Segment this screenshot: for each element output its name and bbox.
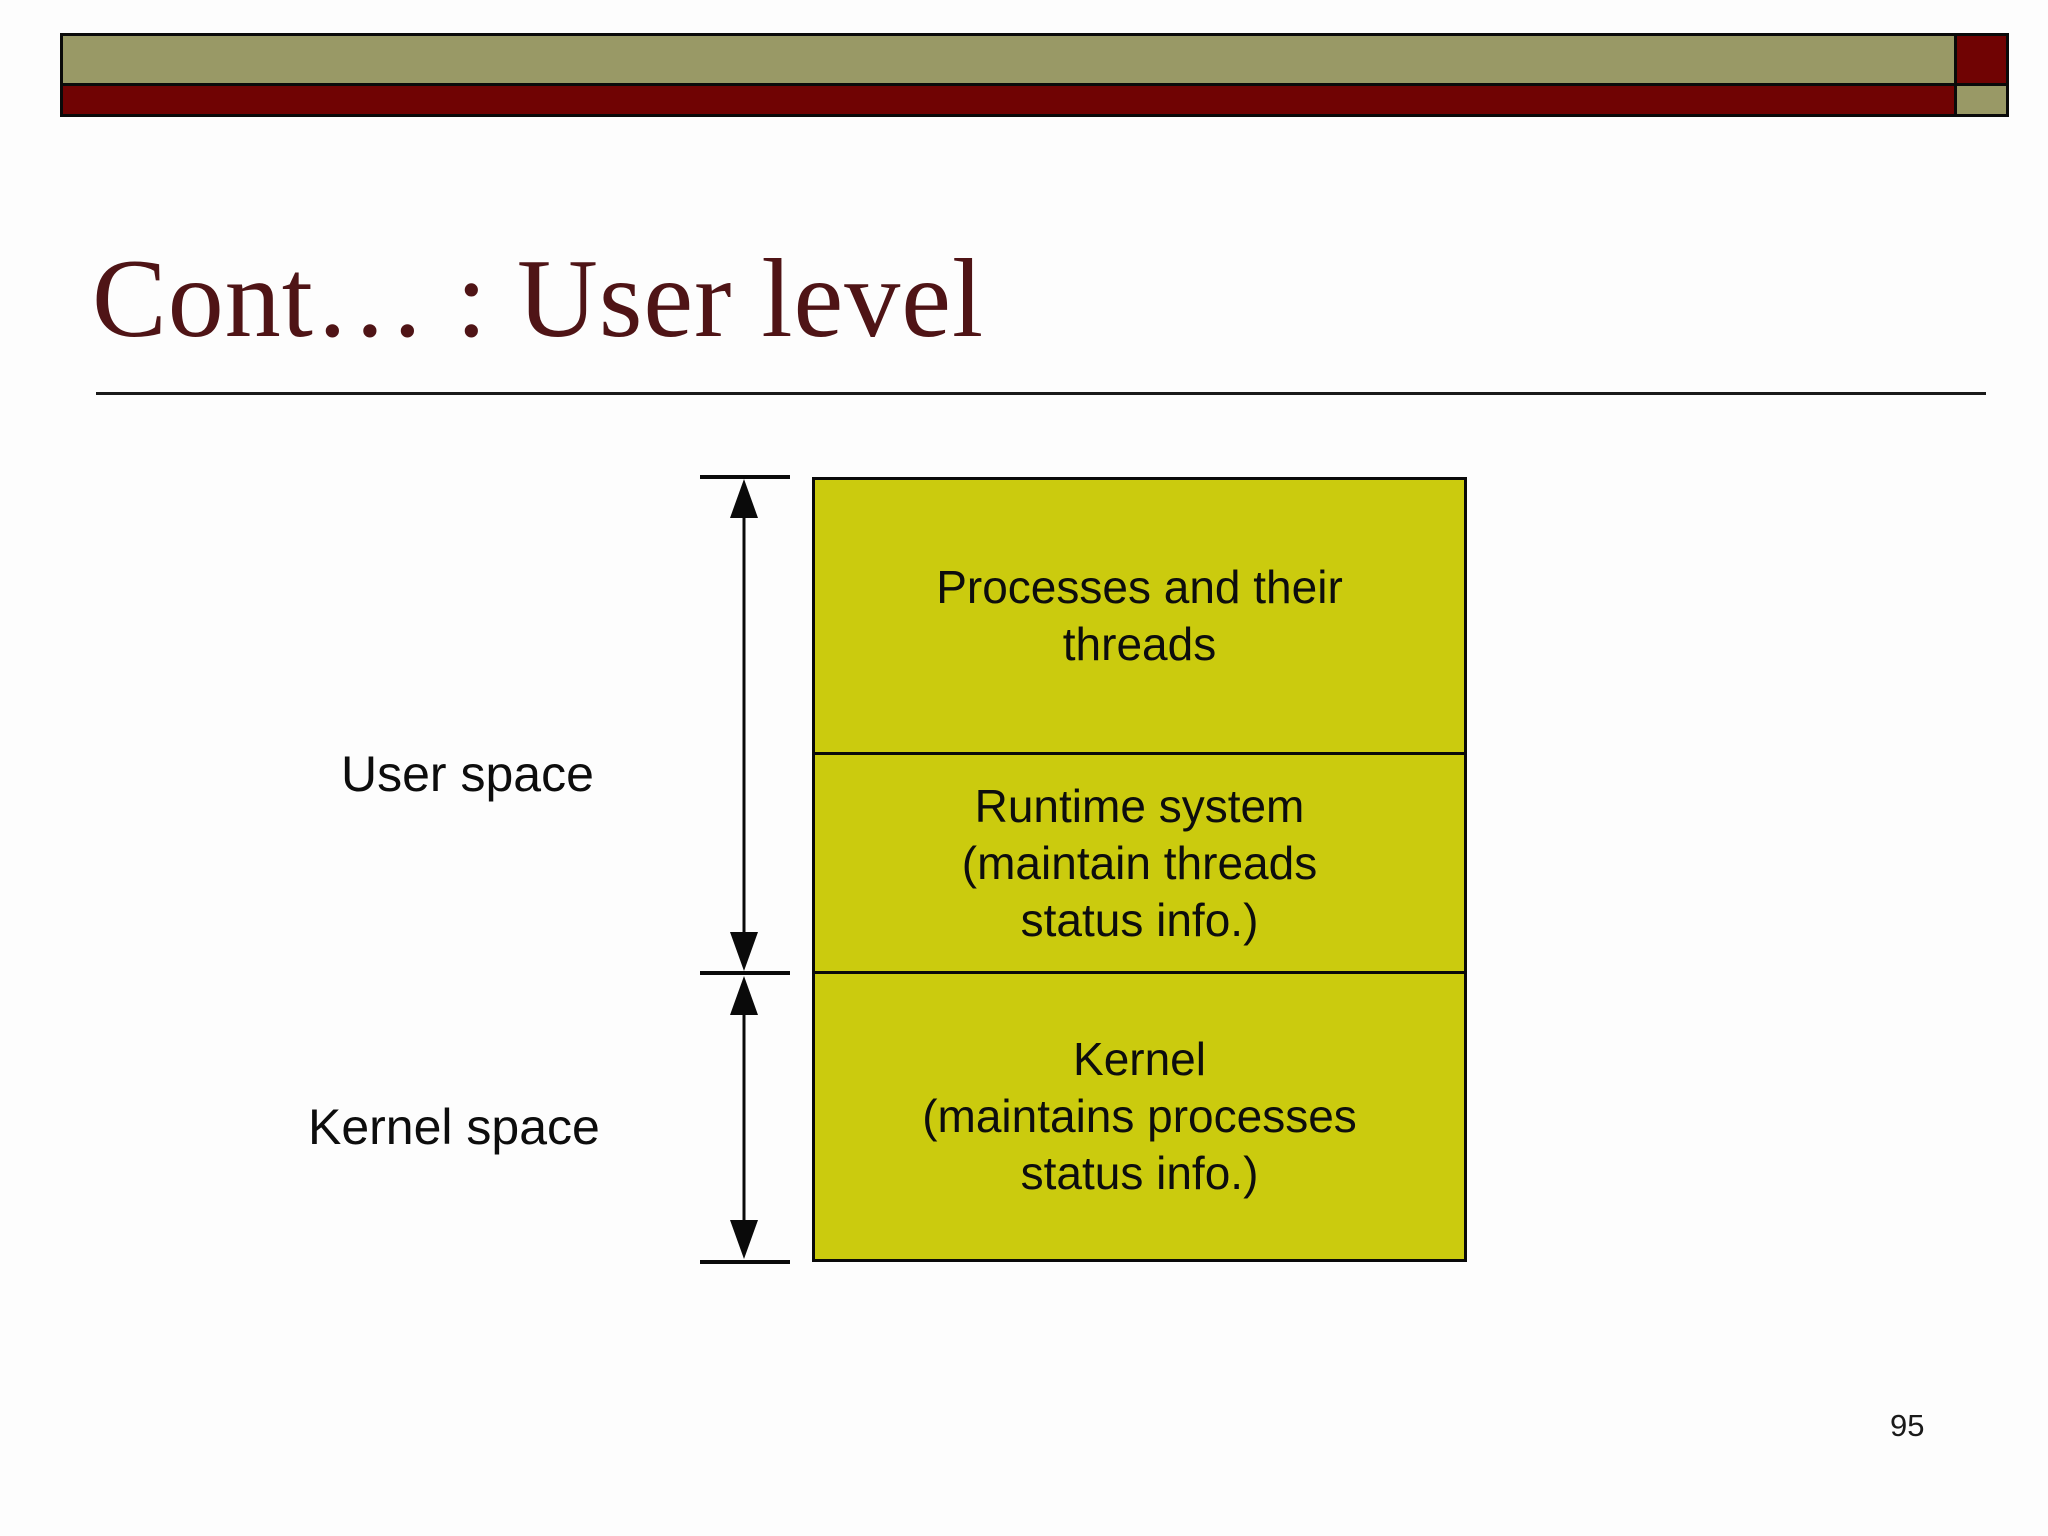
banner-maroon-square	[1954, 33, 2009, 86]
section-line: status info.)	[1020, 1147, 1259, 1200]
section-line: (maintain threads	[961, 836, 1318, 889]
box-section-kernel: Kernel (maintains processes status info.…	[815, 971, 1464, 1259]
box-section-runtime: Runtime system (maintain threads status …	[815, 751, 1464, 971]
section-line: status info.)	[1020, 893, 1259, 946]
user-space-label: User space	[341, 746, 594, 802]
memory-layout-box: Processes and their threads Runtime syst…	[812, 477, 1467, 1262]
title-underline	[96, 392, 1986, 395]
section-line: Processes and their	[936, 560, 1343, 613]
extent-arrows	[700, 475, 790, 1264]
banner-maroon-bar	[60, 83, 1957, 117]
section-line: Runtime system	[974, 779, 1305, 832]
slide-title: Cont… : User level	[92, 237, 985, 361]
section-line: Kernel	[1073, 1033, 1206, 1086]
user-space-extent-arrow-icon	[730, 479, 758, 971]
section-line: threads	[1062, 617, 1217, 670]
kernel-space-label: Kernel space	[308, 1099, 600, 1155]
section-line: (maintains processes	[922, 1090, 1357, 1143]
banner-olive-square	[1954, 83, 2009, 117]
banner-olive-bar	[60, 33, 1957, 86]
box-section-processes: Processes and their threads	[815, 480, 1464, 752]
kernel-space-extent-arrow-icon	[730, 976, 758, 1259]
page-number: 95	[1890, 1408, 1925, 1443]
